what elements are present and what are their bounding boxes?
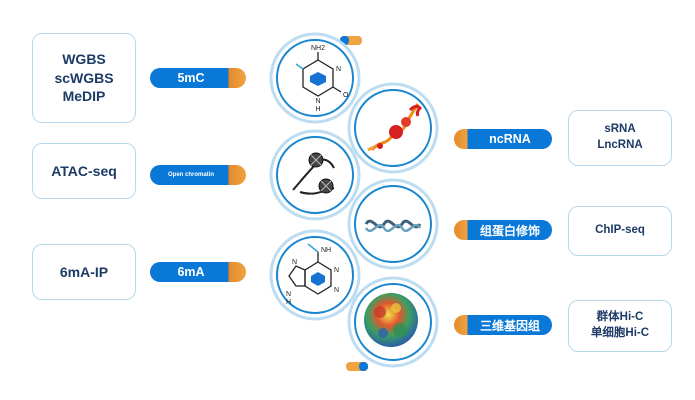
method-srna: sRNA [604,123,636,136]
methylation-methods-box: WGBS scWGBS MeDIP [32,33,136,123]
pill-open-chromatin-label: Open chromatin [168,171,215,178]
ncrna-icon [367,103,423,152]
adenine-h-label: H [286,299,291,306]
adenine-n4-label: N [286,291,291,298]
6ma-methods-box: 6mA-IP [32,244,136,300]
circle-chromatin [276,136,354,214]
method-single-cell-hic: 单细胞Hi-C [590,327,650,339]
method-6ma-ip: 6mA-IP [59,263,109,280]
cytosine-nh2-label: NH2 [311,45,325,52]
pill-6ma-label: 6mA [177,265,205,279]
pill-3d-genome: 三维基因组 [454,315,552,335]
pill-5mc: 5mC [150,68,246,88]
pill-open-chromatin: Open chromatin [150,165,246,185]
hic-methods-box: 群体Hi-C 单细胞Hi-C [568,300,672,352]
3d-genome-icon [364,293,418,347]
cytosine-icon [295,52,342,97]
cytosine-o-label: O [343,92,349,99]
pill-histone-label: 组蛋白修饰 [479,223,540,238]
adenine-n3-label: N [292,259,297,266]
top-cap-icon [340,36,362,45]
bottom-cap-icon [346,362,368,371]
adenine-icon [288,243,332,295]
method-chip-seq: ChIP-seq [595,224,645,237]
adenine-n1-label: N [334,267,339,274]
method-scwgbs: scWGBS [54,69,114,86]
cytosine-n-label: N [336,66,341,73]
adenine-n2-label: N [334,287,339,294]
pill-6ma: 6mA [150,262,246,282]
chip-box: ChIP-seq [568,206,672,256]
cytosine-n2-label: N [315,98,320,105]
pill-3d-genome-label: 三维基因组 [479,318,540,333]
method-wgbs: WGBS [62,50,106,67]
method-medip: MeDIP [62,88,106,105]
dna-helix-icon [364,219,422,233]
atac-box: ATAC-seq [32,143,136,199]
pill-ncrna-label: ncRNA [489,132,531,146]
adenine-nh-label: NH [321,247,331,254]
cytosine-h-label: H [315,106,320,113]
pill-histone-modification: 组蛋白修饰 [454,220,552,240]
ncrna-methods-box: sRNA LncRNA [568,110,672,166]
method-atac-seq: ATAC-seq [51,162,117,179]
method-lncrna: LncRNA [597,139,643,151]
pill-5mc-label: 5mC [177,71,205,85]
open-chromatin-icon [292,152,335,195]
method-population-hic: 群体Hi-C [596,311,644,324]
pill-ncrna: ncRNA [454,129,552,149]
